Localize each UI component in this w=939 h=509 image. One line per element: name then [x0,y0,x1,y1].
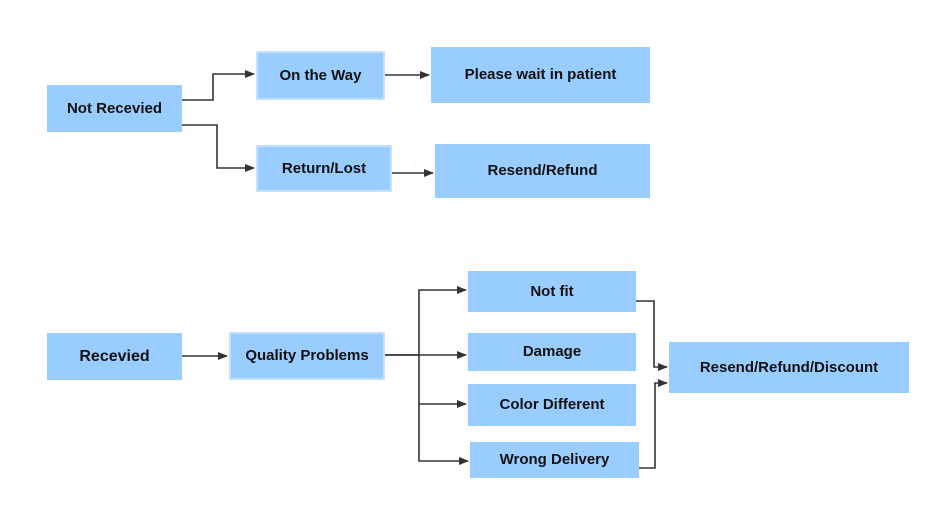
node-please-wait: Please wait in patient [431,47,650,103]
node-label: Wrong Delivery [499,451,610,468]
edge-not-received-to-return-lost [182,124,255,172]
node-damage: Damage [468,333,636,371]
node-quality-problems: Quality Problems [229,332,385,380]
edge-quality-to-wrong-delivery [418,404,469,465]
node-label: Recevied [79,347,150,365]
edge-quality-to-not-fit [385,286,467,356]
node-label: Please wait in patient [464,66,617,83]
node-label: Return/Lost [281,159,367,177]
edge-not-received-to-on-the-way [182,70,255,101]
node-on-the-way: On the Way [256,51,385,100]
edge-quality-to-color-different [418,355,467,408]
edge-not-fit-to-resend-all [636,300,668,371]
node-color-different: Color Different [468,384,636,426]
node-label: Not Recevied [66,99,163,117]
node-label: On the Way [279,66,362,84]
node-label: Quality Problems [245,347,369,364]
node-not-fit: Not fit [468,271,636,312]
node-label: Resend/Refund/Discount [699,358,879,376]
node-wrong-delivery: Wrong Delivery [470,442,639,478]
edge-wrong-delivery-to-resend-all [639,379,668,469]
node-label: Resend/Refund [487,162,598,179]
node-label: Color Different [499,396,605,413]
node-not-received: Not Recevied [47,85,182,132]
node-return-lost: Return/Lost [256,145,392,192]
node-resend-refund: Resend/Refund [435,144,650,198]
node-label: Not fit [530,282,574,300]
node-received: Recevied [47,333,182,380]
node-label: Damage [522,343,582,360]
node-resend-refund-discount: Resend/Refund/Discount [669,342,909,393]
